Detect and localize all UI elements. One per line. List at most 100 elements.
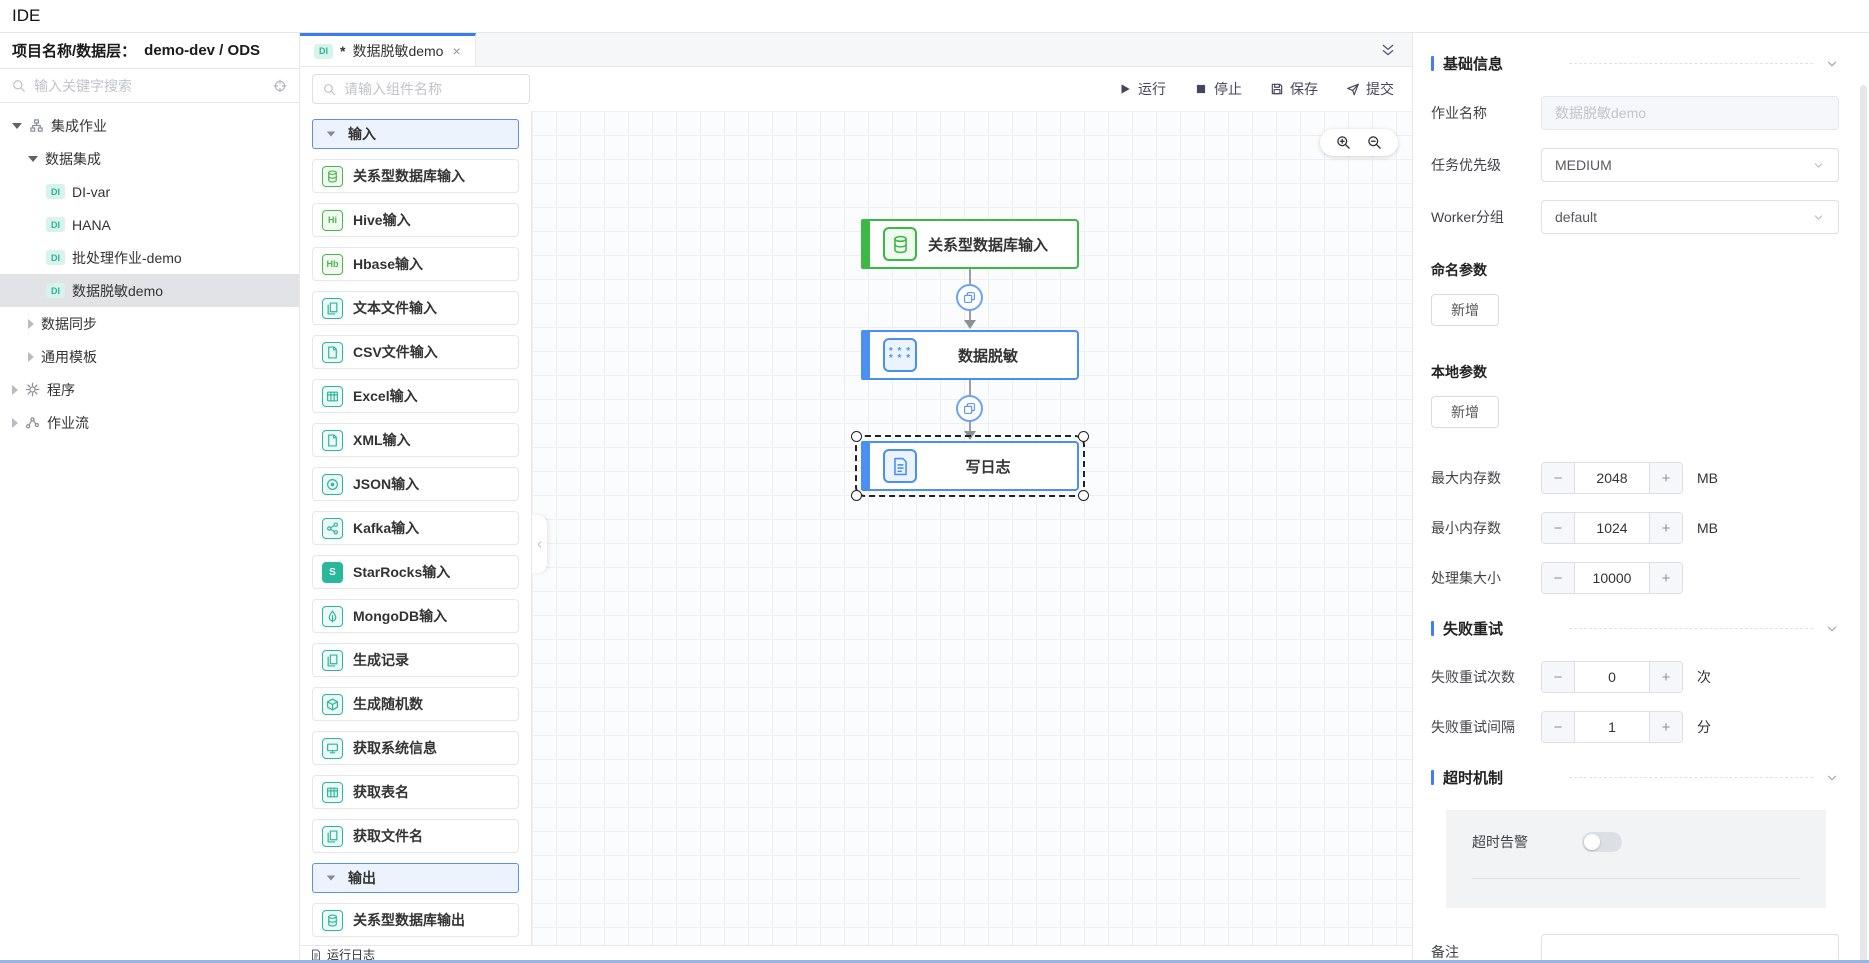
- selection-handle[interactable]: [851, 490, 862, 501]
- palette-item-get-table-name[interactable]: 获取表名: [312, 775, 519, 809]
- palette-collapse-handle[interactable]: [532, 515, 547, 573]
- decrement-button[interactable]: −: [1542, 463, 1574, 493]
- tree-item-common-templates[interactable]: 通用模板: [0, 340, 299, 373]
- locate-icon[interactable]: [273, 79, 287, 93]
- tree-item-label: 程序: [47, 381, 75, 398]
- zoom-out-icon[interactable]: [1367, 135, 1382, 150]
- batch-size-value[interactable]: 10000: [1574, 563, 1650, 593]
- palette-item-excel-input[interactable]: Excel输入: [312, 379, 519, 413]
- palette-item-text-file-input[interactable]: 文本文件输入: [312, 291, 519, 325]
- priority-select[interactable]: MEDIUM: [1541, 148, 1839, 182]
- component-search-input[interactable]: 请输入组件名称: [312, 74, 530, 104]
- timeout-settings-box: 超时告警: [1446, 810, 1826, 908]
- run-log-bar[interactable]: 运行日志: [300, 945, 1412, 963]
- decrement-button[interactable]: −: [1542, 563, 1574, 593]
- decrement-button[interactable]: −: [1542, 662, 1574, 692]
- palette-item-get-file-name[interactable]: 获取文件名: [312, 819, 519, 853]
- edge-1-badge[interactable]: [956, 284, 983, 311]
- increment-button[interactable]: +: [1650, 563, 1682, 593]
- selection-handle[interactable]: [1078, 431, 1089, 442]
- stop-button[interactable]: 停止: [1194, 79, 1242, 99]
- job-name-input[interactable]: 数据脱敏demo: [1541, 96, 1839, 130]
- palette-item-json-input[interactable]: JSON输入: [312, 467, 519, 501]
- max-memory-value[interactable]: 2048: [1574, 463, 1650, 493]
- palette-item-relational-db-input[interactable]: 关系型数据库输入: [312, 159, 519, 193]
- chevron-down-icon[interactable]: [1825, 622, 1839, 636]
- expand-arrow-icon[interactable]: [28, 155, 38, 162]
- palette-item-label: StarRocks输入: [353, 564, 451, 580]
- tree-item-programs[interactable]: 程序: [0, 373, 299, 406]
- decrement-button[interactable]: −: [1542, 513, 1574, 543]
- tree-item-data-sync[interactable]: 数据同步: [0, 307, 299, 340]
- save-button[interactable]: 保存: [1270, 79, 1318, 99]
- tree-item-data-integration[interactable]: 数据集成: [0, 142, 299, 175]
- palette-item-get-system-info[interactable]: 获取系统信息: [312, 731, 519, 765]
- scrollbar-thumb[interactable]: [1860, 85, 1867, 963]
- node-data-masking[interactable]: * * * * * * 数据脱敏: [861, 330, 1079, 380]
- decrement-button[interactable]: −: [1542, 712, 1574, 742]
- chevron-down-icon[interactable]: [1825, 57, 1839, 71]
- close-icon[interactable]: ×: [452, 43, 461, 59]
- section-timeout[interactable]: 超时机制: [1431, 767, 1839, 788]
- increment-button[interactable]: +: [1650, 712, 1682, 742]
- tab-overflow-button[interactable]: [1364, 33, 1412, 66]
- collapse-arrow-icon[interactable]: [28, 351, 34, 362]
- palette-item-label: 文本文件输入: [353, 300, 437, 316]
- palette-item-label: JSON输入: [353, 476, 420, 492]
- increment-button[interactable]: +: [1650, 662, 1682, 692]
- tree-search[interactable]: 输入关键字搜索: [0, 69, 299, 103]
- selection-handle[interactable]: [1078, 490, 1089, 501]
- min-memory-value[interactable]: 1024: [1574, 513, 1650, 543]
- palette-section-output[interactable]: 输出: [312, 863, 519, 893]
- tab-data-masking-demo[interactable]: DI * 数据脱敏demo ×: [300, 33, 476, 66]
- collapse-arrow-icon[interactable]: [12, 417, 18, 428]
- zoom-in-icon[interactable]: [1336, 135, 1351, 150]
- selection-handle[interactable]: [851, 431, 862, 442]
- local-params-add-button[interactable]: 新增: [1431, 396, 1499, 428]
- node-relational-db-input[interactable]: 关系型数据库输入: [861, 219, 1079, 269]
- named-params-label: 命名参数: [1431, 262, 1487, 278]
- flow-canvas[interactable]: 关系型数据库输入 * * * * * * 数据脱敏: [532, 111, 1412, 945]
- tree-item-integration-jobs[interactable]: 集成作业: [0, 109, 299, 142]
- named-params-add-button[interactable]: 新增: [1431, 294, 1499, 326]
- di-badge: DI: [46, 184, 65, 199]
- palette-item-mongodb-input[interactable]: MongoDB输入: [312, 599, 519, 633]
- timeout-alarm-toggle[interactable]: [1582, 832, 1622, 852]
- collapse-arrow-icon[interactable]: [28, 318, 34, 329]
- section-basic-info[interactable]: 基础信息: [1431, 53, 1839, 74]
- retry-interval-value[interactable]: 1: [1574, 712, 1650, 742]
- chevron-down-icon[interactable]: [1825, 771, 1839, 785]
- palette-item-generate-records[interactable]: 生成记录: [312, 643, 519, 677]
- remark-textarea[interactable]: [1541, 934, 1839, 963]
- collapse-arrow-icon[interactable]: [12, 384, 18, 395]
- system-info-icon: [322, 737, 343, 759]
- max-memory-unit: MB: [1697, 470, 1718, 486]
- edge-2-badge[interactable]: [956, 395, 983, 422]
- palette-item-label: 关系型数据库输入: [353, 168, 465, 184]
- palette-item-generate-random[interactable]: 生成随机数: [312, 687, 519, 721]
- palette-item-xml-input[interactable]: XML输入: [312, 423, 519, 457]
- palette-item-relational-db-output[interactable]: 关系型数据库输出: [312, 903, 519, 937]
- expand-arrow-icon[interactable]: [12, 122, 22, 129]
- retry-times-value[interactable]: 0: [1574, 662, 1650, 692]
- node-label: 关系型数据库输入: [927, 236, 1048, 254]
- palette-section-input[interactable]: 输入: [312, 119, 519, 149]
- worker-group-select[interactable]: default: [1541, 200, 1839, 234]
- node-write-log[interactable]: 写日志: [851, 431, 1089, 501]
- increment-button[interactable]: +: [1650, 513, 1682, 543]
- increment-button[interactable]: +: [1650, 463, 1682, 493]
- palette-item-label: XML输入: [353, 432, 411, 448]
- palette-item-kafka-input[interactable]: Kafka输入: [312, 511, 519, 545]
- tree-item-workflows[interactable]: 作业流: [0, 406, 299, 439]
- section-retry[interactable]: 失败重试: [1431, 618, 1839, 639]
- submit-button[interactable]: 提交: [1346, 79, 1394, 99]
- run-button[interactable]: 运行: [1118, 79, 1166, 99]
- palette-item-csv-file-input[interactable]: CSV文件输入: [312, 335, 519, 369]
